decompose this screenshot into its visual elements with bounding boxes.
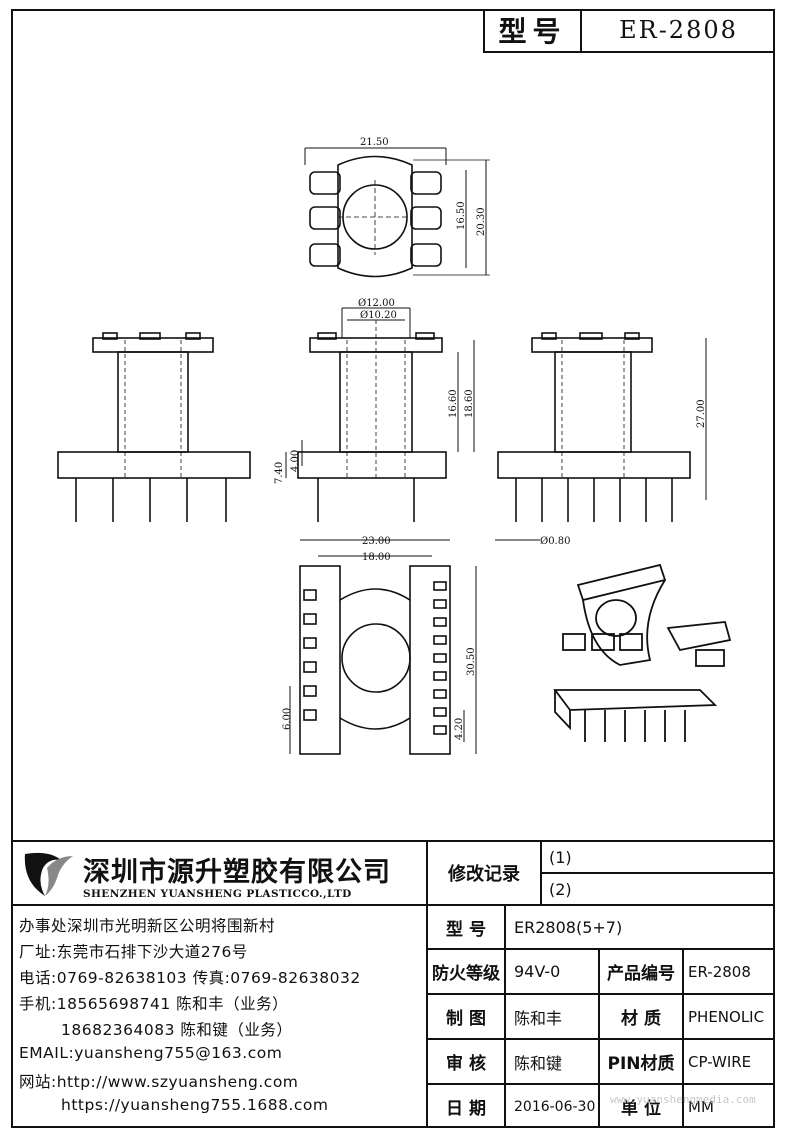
model-label: 型 号: [446, 919, 486, 940]
divider: [11, 840, 775, 842]
office-address: 办事处深圳市光明新区公明将围新村: [19, 917, 276, 935]
product-code-label: 产品编号: [607, 964, 675, 984]
divider: [426, 840, 428, 1128]
drawn-by-label: 制 图: [446, 1009, 486, 1029]
checked-by-label: 审 核: [446, 1054, 486, 1074]
material-label: 材 质: [621, 1009, 661, 1029]
technical-drawing: 21.50 16.50 20.30 Ø12.00 Ø10.20 16.60 18…: [57, 137, 732, 755]
model-value: ER2808(5+7): [514, 917, 623, 937]
dim-front-h1: 16.60: [448, 389, 459, 418]
divider: [504, 904, 506, 1128]
unit-value: MM: [688, 1097, 714, 1116]
date-value: 2016-06-30: [514, 1098, 596, 1115]
factory-address: 厂址:东莞市石排下沙大道276号: [19, 943, 248, 961]
dim-pin-dia: Ø0.80: [540, 536, 570, 547]
divider: [426, 948, 775, 950]
website-1: 网站:http://www.szyuansheng.com: [19, 1073, 299, 1091]
website-2: https://yuansheng755.1688.com: [61, 1096, 329, 1114]
dim-dia-inner: Ø10.20: [360, 310, 397, 321]
revision-1: (1): [549, 847, 572, 867]
revision-label: 修改记录: [448, 864, 520, 885]
dim-right-h: 27.00: [696, 399, 707, 428]
mobile-1: 手机:18565698741 陈和丰（业务）: [19, 995, 289, 1013]
left-view: [57, 332, 251, 522]
divider: [426, 904, 775, 906]
front-view: [285, 307, 475, 522]
divider: [540, 872, 775, 874]
fire-rating-label: 防火等级: [432, 964, 500, 984]
company-name-en: SHENZHEN YUANSHENG PLASTICCO.,LTD: [83, 888, 352, 900]
dim-top-h1: 16.50: [456, 201, 467, 230]
date-label: 日 期: [446, 1099, 486, 1119]
divider: [426, 1038, 775, 1040]
pin-material-value: CP-WIRE: [688, 1052, 752, 1071]
divider: [11, 904, 426, 906]
model-title-value: ER-2808: [619, 16, 738, 44]
email: EMAIL:yuansheng755@163.com: [19, 1044, 283, 1062]
model-title-box: 型号 ER-2808: [483, 9, 775, 53]
pin-material-label: PIN材质: [607, 1054, 675, 1074]
bottom-view: [289, 539, 477, 755]
product-code-value: ER-2808: [688, 962, 751, 981]
dim-side-h2: 7.40: [274, 462, 285, 484]
dim-bot-p2: 4.20: [454, 718, 465, 740]
company-logo-icon: [24, 852, 73, 896]
material-value: PHENOLIC: [688, 1007, 765, 1026]
dim-top-h2: 20.30: [476, 207, 487, 236]
dim-front-h2: 18.60: [464, 389, 475, 418]
dim-top-width: 21.50: [360, 137, 389, 148]
dim-bot-w1: 23.00: [362, 536, 391, 547]
drawing-sheet-border: [11, 9, 775, 1128]
phone-fax: 电话:0769-82638103 传真:0769-82638032: [19, 969, 361, 987]
unit-label: 单 位: [621, 1099, 661, 1119]
dim-bot-h: 30.50: [466, 647, 477, 676]
revision-2: (2): [549, 879, 572, 899]
divider: [426, 993, 775, 995]
isometric-view: [553, 563, 732, 742]
dim-dia-outer: Ø12.00: [358, 298, 395, 309]
divider: [682, 948, 684, 1128]
dim-bot-p1: 6.00: [282, 708, 293, 730]
title-block: 深圳市源升塑胶有限公司 SHENZHEN YUANSHENG PLASTICCO…: [11, 840, 775, 1128]
dim-bot-w2: 18.00: [362, 552, 391, 563]
company-name-cn: 深圳市源升塑胶有限公司: [83, 857, 391, 888]
model-title-label: 型号: [485, 9, 582, 51]
fire-rating-value: 94V-0: [514, 962, 561, 981]
drawn-by-value: 陈和丰: [514, 1008, 563, 1028]
dim-side-h1: 4.00: [290, 450, 301, 472]
checked-by-value: 陈和键: [514, 1053, 563, 1073]
divider: [426, 1083, 775, 1085]
right-view: [495, 332, 707, 541]
mobile-2: 18682364083 陈和键（业务）: [61, 1021, 293, 1039]
divider: [598, 948, 600, 1128]
watermark: www.yuanshengmedia.com: [610, 1093, 756, 1106]
